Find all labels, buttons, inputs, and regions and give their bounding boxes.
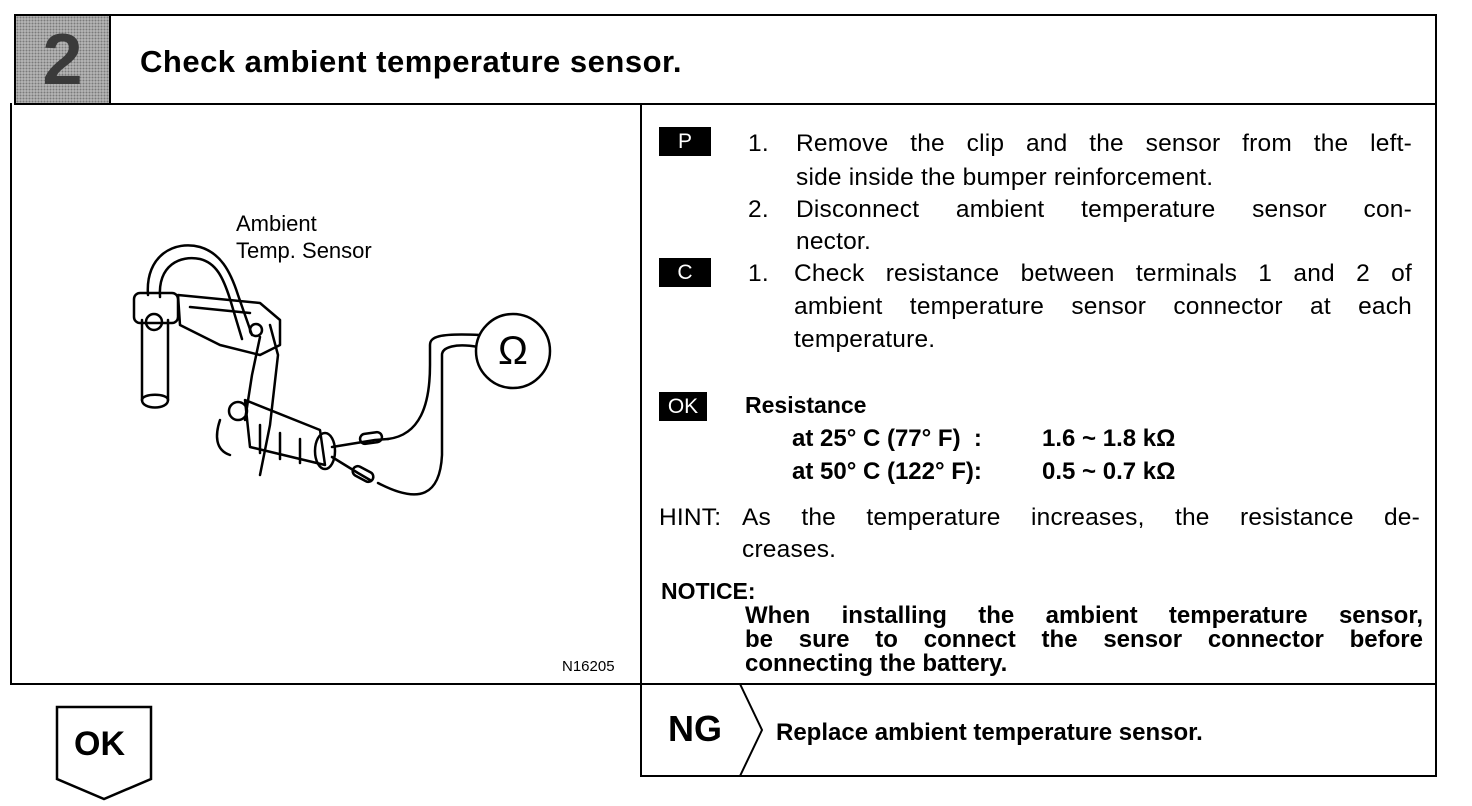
ng-action: Replace ambient temperature sensor. <box>776 719 1203 746</box>
step-number: 2 <box>42 19 83 100</box>
check-tag: C <box>659 258 711 287</box>
prepare-tag: P <box>659 127 711 156</box>
content-frame <box>10 103 1437 685</box>
figure-code: N16205 <box>562 658 615 675</box>
check-step-1-num: 1. <box>748 260 769 287</box>
prepare-step-2-line1: Disconnect ambient temperature sensor co… <box>796 196 1412 223</box>
hint-line1: As the temperature increases, the resist… <box>742 504 1420 531</box>
hint-line2: creases. <box>742 536 837 563</box>
check-step-1-line2: ambient temperature sensor connector at … <box>794 293 1412 320</box>
ok-tag: OK <box>659 392 707 421</box>
prepare-step-1-line1: Remove the clip and the sensor from the … <box>796 130 1412 157</box>
ng-label: NG <box>668 708 722 749</box>
prepare-step-1-line2: side inside the bumper reinforcement. <box>796 164 1214 191</box>
ng-chevron-icon <box>739 684 764 776</box>
ng-box <box>640 684 1437 777</box>
prepare-step-2-line2: nector. <box>796 228 871 255</box>
column-divider <box>640 105 642 777</box>
hint-label: HINT: <box>659 504 722 531</box>
ohmmeter-circle <box>474 312 552 390</box>
step-number-cell <box>16 16 111 103</box>
check-step-1-line1: Check resistance between terminals 1 and… <box>794 260 1412 287</box>
resistance-condition-2: at 50° C (122° F): <box>792 458 982 485</box>
sensor-label-line2: Temp. Sensor <box>236 238 372 263</box>
resistance-value-2: 0.5 ~ 0.7 kΩ <box>1042 458 1176 485</box>
resistance-condition-1: at 25° C (77° F) : <box>792 425 982 452</box>
prepare-step-1-num: 1. <box>748 130 769 157</box>
notice-line2: be sure to connect the sensor connector … <box>745 626 1423 653</box>
ok-result-label: OK <box>74 725 125 763</box>
notice-line1: When installing the ambient temperature … <box>745 602 1423 629</box>
resistance-title: Resistance <box>745 392 867 418</box>
notice-line3: connecting the battery. <box>745 650 1008 677</box>
resistance-value-1: 1.6 ~ 1.8 kΩ <box>1042 425 1176 452</box>
sensor-label-line1: Ambient <box>236 211 317 236</box>
page-title: Check ambient temperature sensor. <box>140 44 682 79</box>
ohm-symbol: Ω <box>498 328 528 373</box>
ok-result-tag <box>55 705 153 801</box>
prepare-step-2-num: 2. <box>748 196 769 223</box>
sensor-illustration <box>132 244 482 496</box>
header-box <box>14 14 1437 105</box>
notice-title: NOTICE: <box>661 578 756 604</box>
check-step-1-line3: temperature. <box>794 326 936 353</box>
sensor-label: Ambient Temp. Sensor <box>236 210 372 264</box>
